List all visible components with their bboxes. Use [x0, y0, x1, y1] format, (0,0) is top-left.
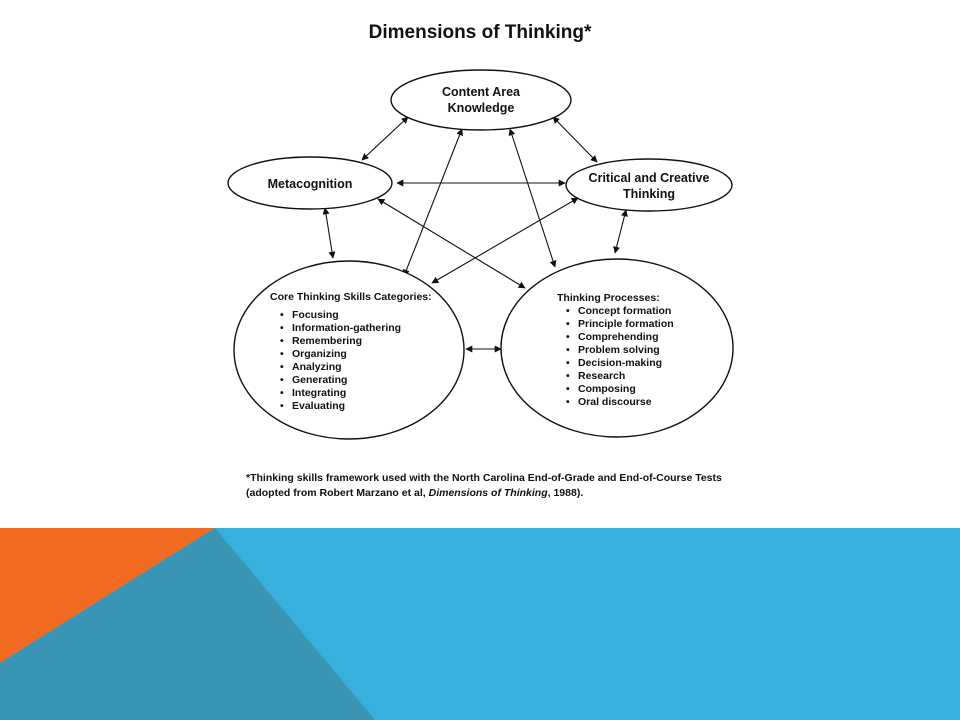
list-bullet: • [280, 335, 284, 347]
node-thinking-processes: Thinking Processes: • Concept formation … [500, 258, 734, 438]
arrow-content-processes [508, 128, 557, 268]
list-item: Remembering [292, 335, 362, 347]
list-bullet: • [280, 387, 284, 399]
node-critical-creative: Critical and Creative Thinking [565, 158, 733, 212]
list-bullet: • [280, 361, 284, 373]
metacognition-label: Metacognition [268, 177, 353, 191]
ellipse-content [390, 69, 572, 131]
arrow-content-critical [552, 116, 598, 163]
list-bullet: • [280, 309, 284, 321]
core-list: • Focusing • Information-gathering • Rem… [280, 309, 401, 412]
list-bullet: • [566, 331, 570, 343]
list-item: Organizing [292, 348, 347, 360]
list-bullet: • [280, 400, 284, 412]
arrow-critical-processes [613, 209, 628, 254]
ellipse-metacognition [227, 156, 393, 210]
list-bullet: • [280, 374, 284, 386]
footnote: *Thinking skills framework used with the… [246, 472, 722, 499]
list-item: Concept formation [578, 305, 671, 317]
list-item: Analyzing [292, 361, 342, 373]
list-item: Principle formation [578, 318, 674, 330]
content-label-line2: Knowledge [448, 101, 515, 115]
node-content-area-knowledge: Content Area Knowledge [390, 69, 572, 131]
footer-teal-shape [0, 528, 375, 720]
arrow-content-core [403, 128, 463, 277]
list-bullet: • [566, 318, 570, 330]
list-item: Composing [578, 383, 636, 395]
list-item: Decision-making [578, 357, 662, 369]
list-item: Evaluating [292, 400, 345, 412]
processes-list: • Concept formation • Principle formatio… [566, 305, 674, 408]
node-metacognition: Metacognition [227, 156, 393, 210]
decorative-footer [0, 528, 960, 720]
list-bullet: • [566, 383, 570, 395]
diagram-title: Dimensions of Thinking* [369, 22, 592, 43]
list-item: Focusing [292, 309, 339, 321]
list-item: Integrating [292, 387, 346, 399]
critical-label-line1: Critical and Creative [589, 171, 710, 185]
footnote-line1: *Thinking skills framework used with the… [246, 472, 722, 484]
thinking-diagram: Dimensions of Thinking* Content Area Kno… [227, 22, 734, 499]
processes-heading: Thinking Processes: [557, 292, 660, 304]
list-bullet: • [280, 322, 284, 334]
list-bullet: • [566, 370, 570, 382]
footnote-line2-prefix: (adopted from Robert Marzano et al, [246, 487, 429, 499]
list-bullet: • [566, 305, 570, 317]
ellipse-critical [565, 158, 733, 212]
list-item: Generating [292, 374, 347, 386]
list-item: Problem solving [578, 344, 660, 356]
list-item: Oral discourse [578, 396, 652, 408]
list-item: Comprehending [578, 331, 659, 343]
ellipse-core [233, 260, 465, 440]
list-item: Research [578, 370, 625, 382]
ellipse-processes [500, 258, 734, 438]
arrow-critical-core [431, 197, 579, 284]
list-item: Information-gathering [292, 322, 401, 334]
list-bullet: • [566, 396, 570, 408]
footnote-line2-title: Dimensions of Thinking [429, 487, 549, 499]
core-heading: Core Thinking Skills Categories: [270, 291, 432, 303]
list-bullet: • [566, 344, 570, 356]
node-core-thinking-skills: Core Thinking Skills Categories: • Focus… [233, 260, 465, 440]
critical-label-line2: Thinking [623, 187, 675, 201]
arrow-metacognition-core [322, 207, 336, 259]
footnote-line2: (adopted from Robert Marzano et al, Dime… [246, 487, 583, 499]
list-bullet: • [566, 357, 570, 369]
content-label-line1: Content Area [442, 85, 521, 99]
footnote-line2-suffix: , 1988). [548, 487, 584, 499]
arrow-content-metacognition [361, 116, 409, 161]
list-bullet: • [280, 348, 284, 360]
connectors [322, 116, 628, 353]
